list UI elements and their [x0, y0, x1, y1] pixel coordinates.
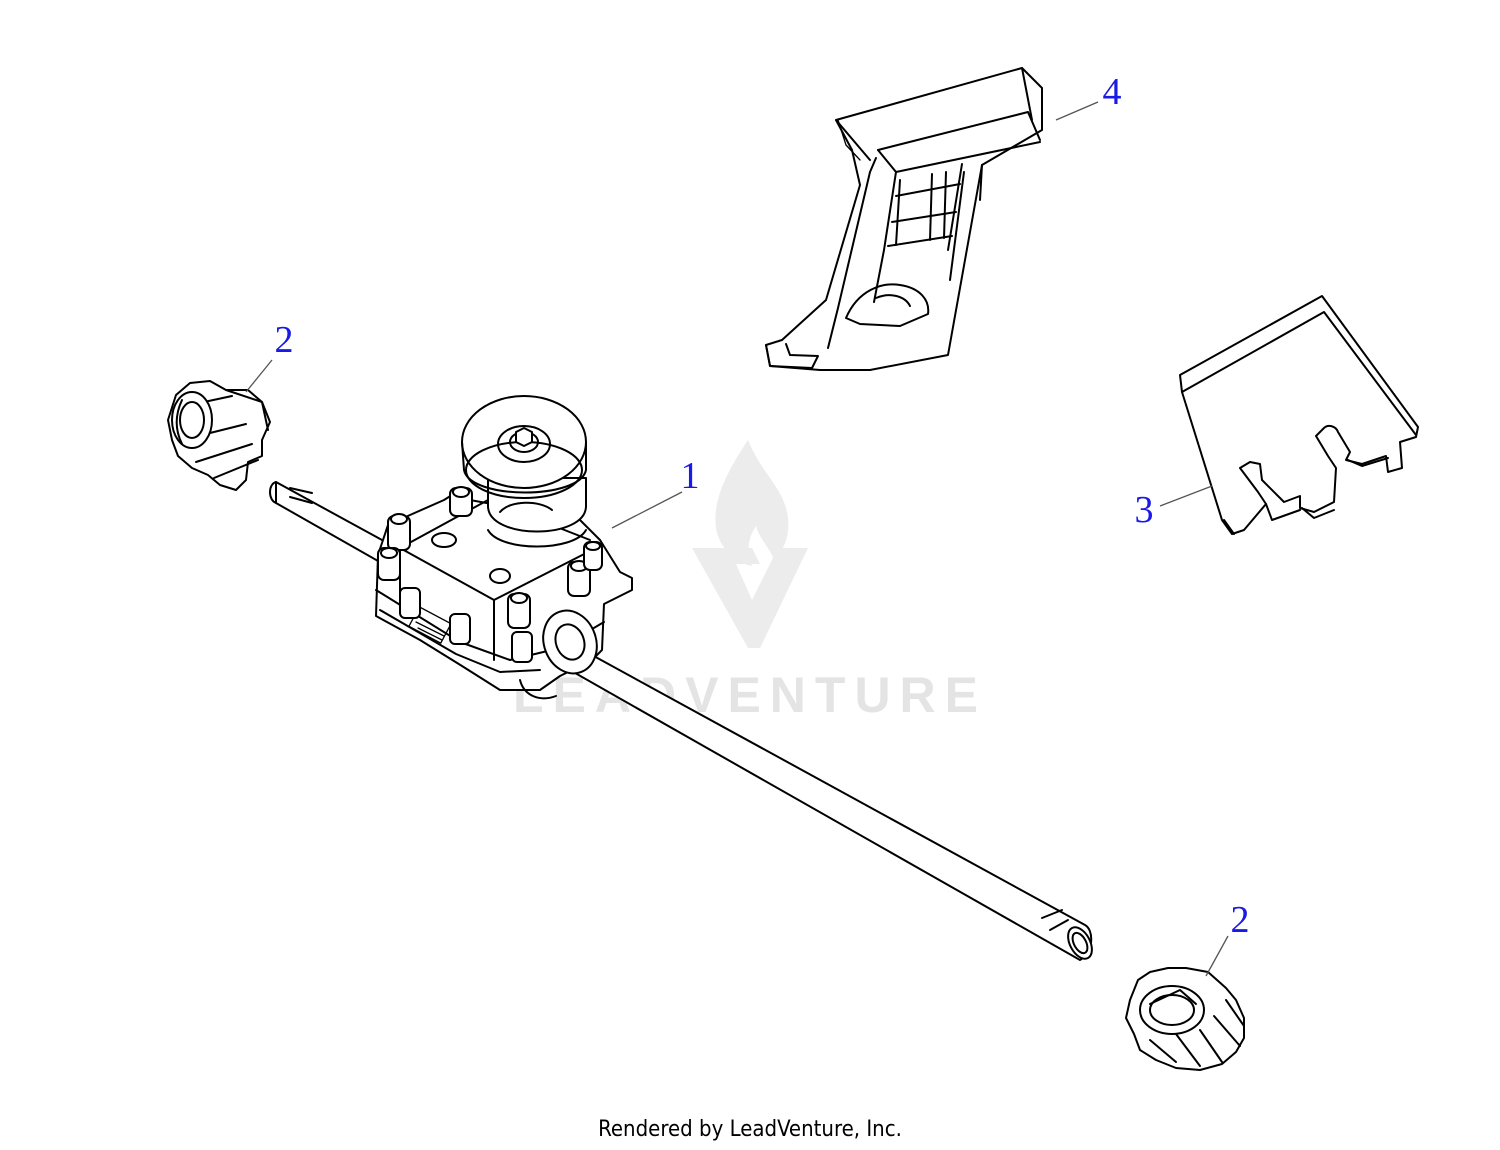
leader-line-2-right — [1205, 935, 1229, 977]
flame-v-logo-icon — [692, 440, 808, 648]
housing-bolts — [377, 486, 603, 663]
part-cover-plate — [1179, 295, 1419, 535]
part-pinion-left — [167, 380, 271, 491]
pulley — [461, 395, 587, 548]
callout-3[interactable]: 3 — [1135, 489, 1154, 531]
footer-credit: Rendered by LeadVenture, Inc. — [598, 1117, 902, 1142]
part-transmission — [269, 395, 1093, 961]
callout-2-right[interactable]: 2 — [1231, 899, 1250, 941]
callout-2-left[interactable]: 2 — [275, 319, 294, 361]
leader-line-3 — [1159, 485, 1213, 507]
part-bracket — [765, 67, 1043, 371]
leader-line-4 — [1055, 101, 1099, 121]
leader-line-2-left — [245, 359, 273, 393]
leader-lines — [245, 101, 1229, 977]
callout-4[interactable]: 4 — [1103, 71, 1122, 113]
callouts: 1 2 2 3 4 — [275, 71, 1250, 941]
leader-line-1 — [611, 491, 683, 529]
callout-1[interactable]: 1 — [681, 455, 700, 497]
part-pinion-right — [1125, 967, 1245, 1071]
